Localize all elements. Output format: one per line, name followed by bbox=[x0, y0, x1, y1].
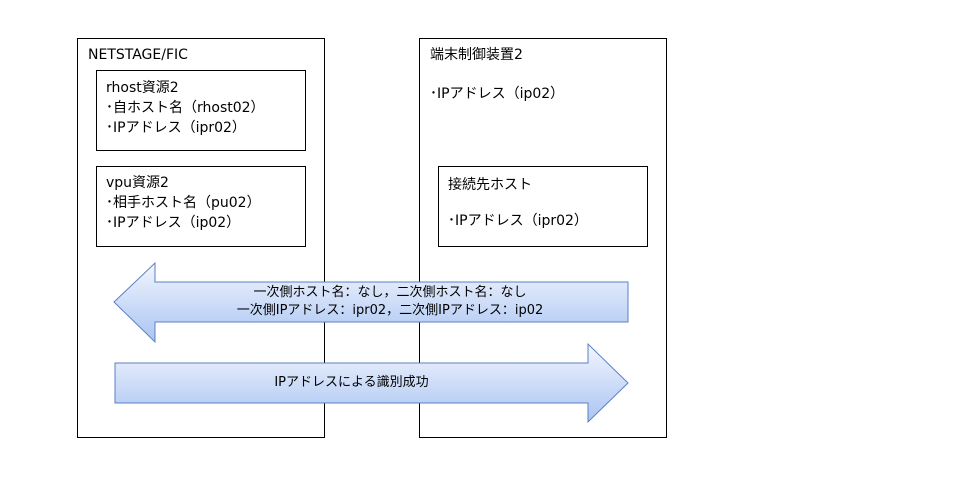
vpu-ip-address: ･IPアドレス（ip02） bbox=[106, 215, 241, 231]
vpu-resource-title: vpu資源2 bbox=[106, 175, 169, 191]
rhost-resource-box: rhost資源2 ･自ホスト名（rhost02） ･IPアドレス（ipr02） bbox=[96, 70, 306, 151]
connect-host-ip-address: ･IPアドレス（ipr02） bbox=[448, 213, 588, 229]
right-arrow-label: IPアドレスによる識別成功 bbox=[274, 375, 429, 390]
netstage-fic-title: NETSTAGE/FIC bbox=[88, 47, 188, 63]
rhost-ip-address: ･IPアドレス（ipr02） bbox=[106, 120, 246, 136]
right-arrow-shape bbox=[114, 342, 629, 424]
terminal-control-device-title: 端末制御装置2 bbox=[430, 47, 523, 63]
vpu-partner-hostname: ･相手ホスト名（pu02） bbox=[106, 195, 261, 211]
left-arrow-line-2: 一次側IPアドレス：ipr02，二次側IPアドレス：ip02 bbox=[236, 303, 544, 318]
terminal-ip-address: ･IPアドレス（ip02） bbox=[430, 86, 565, 102]
left-arrow-line-1: 一次側ホスト名：なし，二次側ホスト名：なし bbox=[253, 285, 527, 300]
connect-host-box: 接続先ホスト ･IPアドレス（ipr02） bbox=[438, 166, 648, 247]
rhost-resource-title: rhost資源2 bbox=[106, 80, 179, 96]
left-arrow-shape bbox=[113, 261, 629, 344]
left-arrow-label: 一次側ホスト名：なし，二次側ホスト名：なし 一次側IPアドレス：ipr02，二次… bbox=[155, 284, 625, 320]
vpu-resource-box: vpu資源2 ･相手ホスト名（pu02） ･IPアドレス（ip02） bbox=[96, 166, 306, 247]
connect-host-title: 接続先ホスト bbox=[448, 177, 532, 193]
rhost-own-hostname: ･自ホスト名（rhost02） bbox=[106, 100, 265, 116]
